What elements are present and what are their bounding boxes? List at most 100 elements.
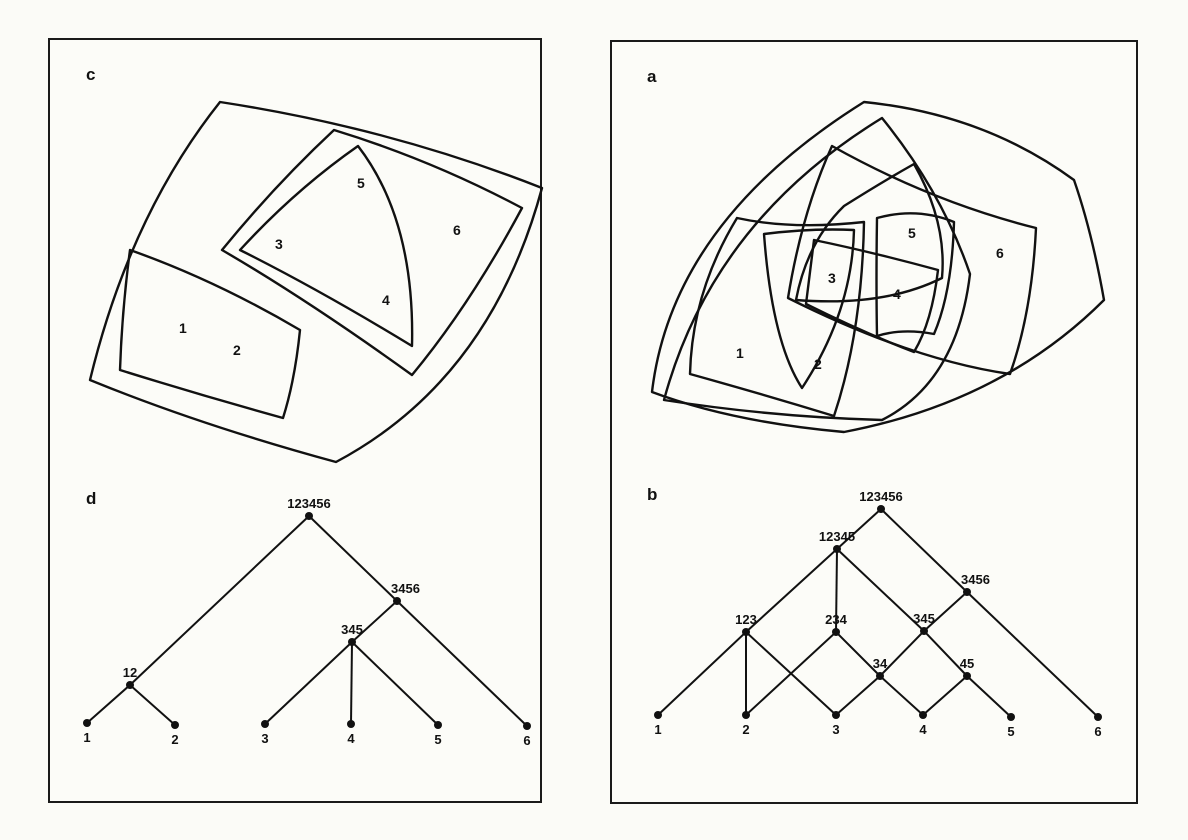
- region-label-3: 3: [828, 270, 836, 286]
- tree-node-label-345: 345: [341, 622, 363, 637]
- tree-node-label-234: 234: [825, 612, 847, 627]
- tree-node-234: [832, 628, 840, 636]
- tree-node-label-123: 123: [735, 612, 757, 627]
- tree-edge-345-34: [879, 630, 925, 677]
- tree-edge-3456-345: [923, 591, 968, 632]
- tree-node-12: [126, 681, 134, 689]
- tree-node-6: [1094, 713, 1102, 721]
- region-outline-123456: [88, 100, 544, 464]
- tree-edge-3456-6: [966, 591, 1099, 718]
- tree-node-label-5: 5: [1007, 724, 1014, 739]
- tree-edge-3456-345: [351, 600, 398, 643]
- region-label-3: 3: [275, 236, 283, 252]
- tree-node-3456: [393, 597, 401, 605]
- tree-edge-34-4: [879, 675, 924, 716]
- tree-node-4: [919, 711, 927, 719]
- region-outline-345: [238, 144, 414, 348]
- tree-node-label-12: 12: [123, 665, 137, 680]
- region-outline-234: [762, 228, 856, 390]
- region-label-5: 5: [357, 175, 365, 191]
- tree-node-6: [523, 722, 531, 730]
- tree-node-34: [876, 672, 884, 680]
- tree-node-1: [83, 719, 91, 727]
- tree-node-5: [1007, 713, 1015, 721]
- tree-node-12345: [833, 545, 841, 553]
- tree-node-123456: [305, 512, 313, 520]
- tree-edge-12-2: [129, 684, 176, 726]
- region-outline-3456: [786, 144, 1038, 376]
- tree-node-label-6: 6: [523, 733, 530, 748]
- tree-edge-123456-3456: [880, 508, 968, 593]
- tree-edge-234-2: [745, 631, 837, 716]
- tree-node-2: [171, 721, 179, 729]
- tree-node-label-4: 4: [347, 731, 355, 746]
- tree-node-123456: [877, 505, 885, 513]
- tree-edge-123-1: [657, 631, 747, 716]
- tree-node-345: [920, 627, 928, 635]
- tree-node-label-345: 345: [913, 611, 935, 626]
- tree-node-label-5: 5: [434, 732, 441, 747]
- tree-node-label-2: 2: [171, 732, 178, 747]
- region-outline-123: [688, 216, 866, 418]
- panel-letter-c: c: [86, 65, 95, 84]
- region-outline-345: [794, 162, 944, 303]
- set-diagram-c: [88, 100, 544, 464]
- tree-node-123: [742, 628, 750, 636]
- tree-node-label-3: 3: [832, 722, 839, 737]
- tree-edge-3456-6: [396, 600, 528, 727]
- set-diagram-a: [650, 100, 1106, 434]
- panel-letter-a: a: [647, 67, 657, 86]
- tree-node-45: [963, 672, 971, 680]
- tree-node-label-1: 1: [654, 722, 661, 737]
- tree-node-3456: [963, 588, 971, 596]
- tree-edge-345-5: [351, 641, 439, 726]
- tree-edge-345-4: [350, 641, 353, 725]
- tree-edge-123456-12: [129, 515, 310, 686]
- tree-node-345: [348, 638, 356, 646]
- region-outline-12: [118, 248, 302, 420]
- tree-node-5: [434, 721, 442, 729]
- tree-edge-12-1: [86, 684, 131, 724]
- panel-letter-b: b: [647, 485, 657, 504]
- panel-letter-d: d: [86, 489, 96, 508]
- tree-edge-12345-234: [835, 548, 838, 633]
- tree-node-4: [347, 720, 355, 728]
- tree-edge-123456-3456: [308, 515, 398, 602]
- tree-edge-234-34: [835, 631, 881, 677]
- region-label-6: 6: [996, 245, 1004, 261]
- tree-node-3: [832, 711, 840, 719]
- region-label-1: 1: [179, 320, 187, 336]
- region-label-4: 4: [382, 292, 390, 308]
- region-outline-3456: [220, 128, 524, 377]
- tree-node-1: [654, 711, 662, 719]
- tree-edge-123456-12345: [836, 508, 882, 550]
- region-label-1: 1: [736, 345, 744, 361]
- region-outline-12345: [662, 116, 972, 422]
- region-label-5: 5: [908, 225, 916, 241]
- tree-edge-34-3: [835, 675, 881, 716]
- tree-node-label-4: 4: [919, 722, 927, 737]
- tree-node-2: [742, 711, 750, 719]
- tree-node-label-6: 6: [1094, 724, 1101, 739]
- region-label-2: 2: [233, 342, 241, 358]
- region-label-6: 6: [453, 222, 461, 238]
- tree-edge-45-4: [922, 675, 968, 716]
- tree-node-label-34: 34: [873, 656, 888, 671]
- tree-node-label-123456: 123456: [287, 496, 330, 511]
- tree-node-label-1: 1: [83, 730, 90, 745]
- tree-node-label-123456: 123456: [859, 489, 902, 504]
- tree-edge-345-45: [923, 630, 968, 677]
- tree-edge-45-5: [966, 675, 1012, 718]
- tree-edge-12345-123: [745, 548, 838, 633]
- tree-node-label-2: 2: [742, 722, 749, 737]
- region-outline-34: [804, 238, 940, 354]
- tree-node-label-3456: 3456: [391, 581, 420, 596]
- tree-node-label-3: 3: [261, 731, 268, 746]
- tree-edge-12345-345: [836, 548, 925, 632]
